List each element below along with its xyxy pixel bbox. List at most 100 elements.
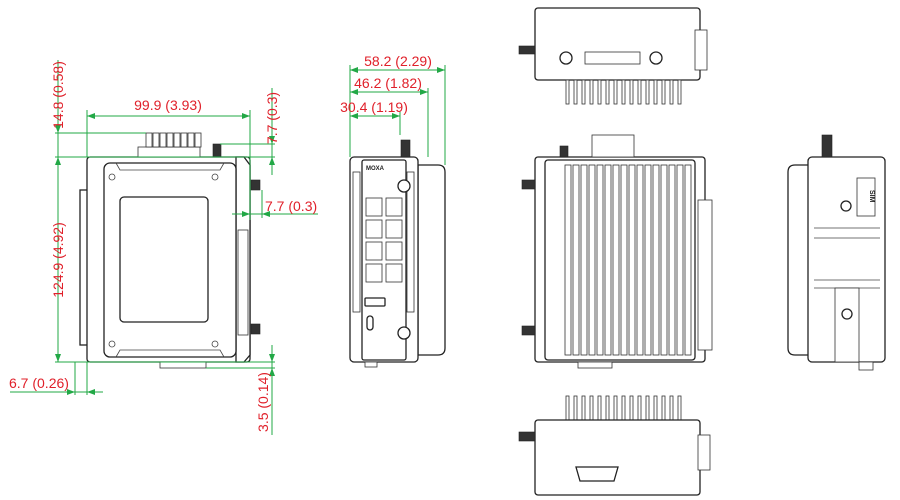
heatsink-fin bbox=[645, 79, 650, 105]
heatsink-fin bbox=[684, 164, 692, 356]
heatsink-fin bbox=[597, 395, 602, 421]
front-window bbox=[119, 196, 209, 323]
heatsink-fin bbox=[597, 79, 602, 105]
bottom-body bbox=[534, 419, 701, 496]
dim-antenna-side: 7.7 (0.3) bbox=[265, 198, 317, 214]
heatsink-fin bbox=[564, 164, 572, 356]
heatsink-fin bbox=[637, 79, 642, 105]
sim-label: SIM bbox=[868, 190, 875, 203]
terminal-block bbox=[137, 132, 202, 158]
front-dimensions: 99.9 (3.93) 14.8 (0.58) 124.9 (4.92) 7.7… bbox=[9, 60, 318, 435]
terminal-pin bbox=[173, 132, 181, 148]
heatsink-fin bbox=[645, 395, 650, 421]
top-body bbox=[534, 7, 701, 81]
front-view bbox=[79, 132, 261, 369]
heatsink-fin bbox=[668, 164, 676, 356]
terminal-pin bbox=[166, 132, 174, 148]
dim-depth-body: 46.2 (1.82) bbox=[354, 75, 422, 91]
ethernet-port bbox=[365, 241, 383, 261]
heatsink-fin bbox=[589, 395, 594, 421]
heatsink-fin bbox=[605, 395, 610, 421]
heatsink-fin bbox=[573, 79, 578, 105]
side-cover bbox=[417, 164, 446, 356]
heatsink-fin bbox=[644, 164, 652, 356]
heatsink-fin bbox=[628, 164, 636, 356]
heatsink-fin bbox=[580, 164, 588, 356]
heatsink-fin bbox=[637, 395, 642, 421]
ethernet-port bbox=[385, 197, 403, 217]
heatsink-fin bbox=[653, 395, 658, 421]
heatsink-fins-bottom bbox=[565, 395, 682, 421]
heatsink-fin bbox=[581, 79, 586, 105]
heatsink-fin bbox=[596, 164, 604, 356]
moxa-logo: MOXA bbox=[366, 166, 385, 172]
side-antenna bbox=[400, 139, 411, 158]
dim-antenna-top: 7.7 (0.3) bbox=[264, 92, 280, 144]
bottom-connector bbox=[159, 361, 207, 369]
heatsink-fin bbox=[589, 79, 594, 105]
usb-port bbox=[364, 297, 386, 307]
heatsink-fin bbox=[669, 395, 674, 421]
heatsink-fin bbox=[676, 164, 684, 356]
heatsink-fin bbox=[621, 395, 626, 421]
heatsink-fin bbox=[565, 395, 570, 421]
antenna-port-top bbox=[397, 179, 411, 193]
ethernet-ports bbox=[365, 197, 403, 283]
antenna-connector-top bbox=[212, 143, 222, 158]
right-view: SIM bbox=[787, 134, 886, 371]
terminal-pin bbox=[159, 132, 167, 148]
heatsink-fin bbox=[565, 79, 570, 105]
heatsink-fin bbox=[613, 79, 618, 105]
heatsink-fin bbox=[613, 395, 618, 421]
ethernet-port bbox=[365, 197, 383, 217]
din-rail-clip bbox=[834, 287, 860, 363]
terminal-pin bbox=[194, 132, 202, 148]
dim-body-height: 124.9 (4.92) bbox=[50, 222, 66, 298]
dim-din-offset: 6.7 (0.26) bbox=[9, 375, 69, 391]
heatsink-fin bbox=[652, 164, 660, 356]
heatsink-fin bbox=[660, 164, 668, 356]
heatsink-fin bbox=[572, 164, 580, 356]
heatsink-fin bbox=[629, 395, 634, 421]
dim-terminal-height: 14.8 (0.58) bbox=[50, 61, 66, 129]
dim-bottom-connector: 3.5 (0.14) bbox=[255, 372, 271, 432]
ethernet-port bbox=[365, 263, 383, 283]
terminal-pin bbox=[145, 132, 153, 148]
rear-view bbox=[521, 134, 713, 369]
bottom-view bbox=[518, 395, 711, 496]
heatsink-fin bbox=[621, 79, 626, 105]
top-view bbox=[518, 7, 708, 105]
heatsink-fin bbox=[573, 395, 578, 421]
terminal-pin bbox=[187, 132, 195, 148]
heatsink-fin bbox=[677, 79, 682, 105]
sim-slot bbox=[856, 177, 876, 217]
ethernet-port bbox=[385, 263, 403, 283]
db9-connector bbox=[575, 466, 619, 482]
antenna-connector-right bbox=[250, 179, 261, 191]
terminal-pin bbox=[180, 132, 188, 148]
heatsink-fins-top bbox=[565, 79, 682, 105]
heatsink-fin bbox=[588, 164, 596, 356]
top-terminal bbox=[584, 51, 641, 65]
heatsink-fin bbox=[677, 395, 682, 421]
antenna-connector-right-lower bbox=[250, 323, 261, 335]
heatsink-fin bbox=[604, 164, 612, 356]
dim-depth-total: 58.2 (2.29) bbox=[364, 53, 432, 69]
side-view: MOXA 58.2 (2.29) 46.2 (1.82) 30.4 (1.19) bbox=[340, 53, 446, 368]
ethernet-port bbox=[385, 219, 403, 239]
heatsink-fin bbox=[653, 79, 658, 105]
heatsink-fin bbox=[605, 79, 610, 105]
heatsink-fin bbox=[669, 79, 674, 105]
heatsink-fin bbox=[661, 395, 666, 421]
dim-depth-antenna: 30.4 (1.19) bbox=[340, 99, 408, 115]
heatsink-fin bbox=[629, 79, 634, 105]
antenna-port-bottom bbox=[397, 326, 411, 340]
heatsink-fin bbox=[620, 164, 628, 356]
terminal-pin bbox=[152, 132, 160, 148]
ethernet-port bbox=[385, 241, 403, 261]
heatsink-fin bbox=[661, 79, 666, 105]
heatsink-fin bbox=[636, 164, 644, 356]
usb-c-port bbox=[366, 315, 374, 331]
heatsink-fin bbox=[581, 395, 586, 421]
